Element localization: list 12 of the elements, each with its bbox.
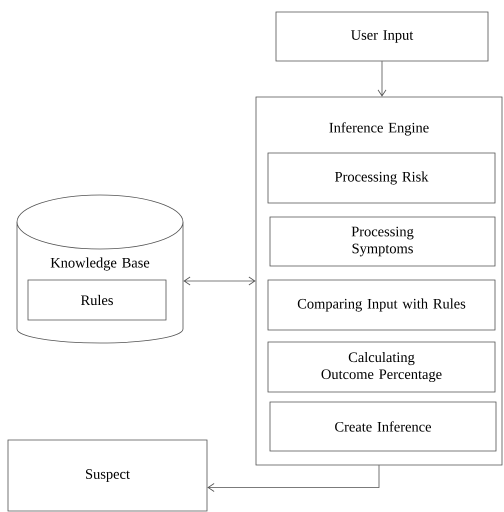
- process-box: User Input: [276, 12, 488, 62]
- process-box: Processing Risk: [268, 152, 496, 204]
- process-box: Processing Symptoms: [270, 216, 496, 266]
- arrow: [207, 465, 380, 492]
- process-box: Calculating Outcome Percentage: [268, 342, 496, 392]
- process-box: Create Inference: [270, 402, 496, 452]
- process-box: Rules: [28, 280, 166, 320]
- node-label: Knowledge Base: [50, 257, 150, 271]
- process-box: Suspect: [8, 440, 208, 512]
- process-box: Comparing Input with Rules: [268, 280, 496, 330]
- arrow: [183, 276, 256, 286]
- arrow: [378, 61, 386, 97]
